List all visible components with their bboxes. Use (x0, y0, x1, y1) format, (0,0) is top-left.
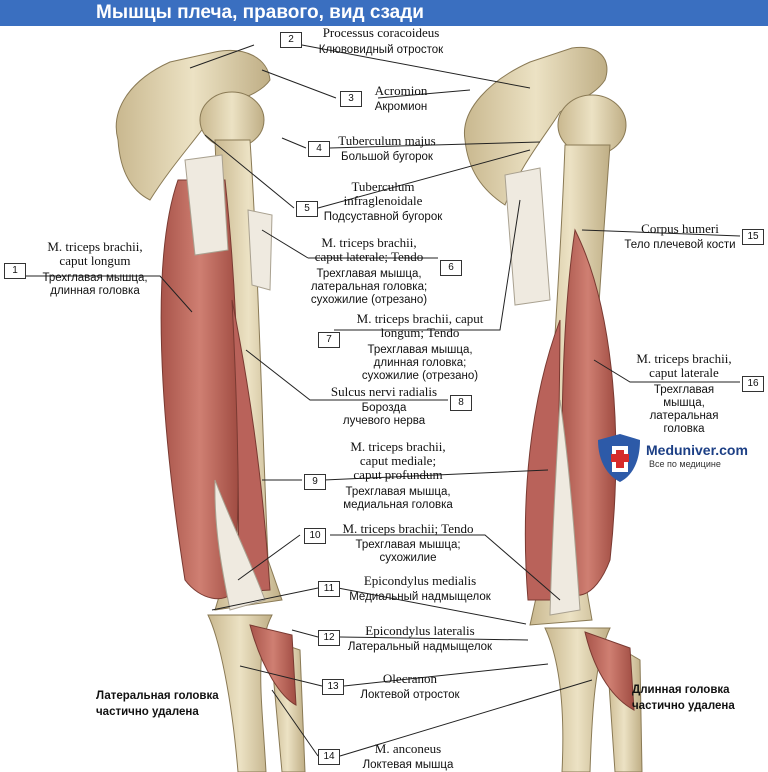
label-number-9: 9 (304, 474, 326, 490)
leader-11 (211, 587, 527, 625)
left-lateral-tendon-cut (247, 209, 273, 291)
label-number-3: 3 (340, 91, 362, 107)
leader-lines (4, 44, 741, 757)
label-number-10: 10 (304, 528, 326, 544)
right-long-tendon-cut (504, 167, 551, 306)
leader-2 (189, 44, 531, 89)
label-number-12: 12 (318, 630, 340, 646)
right-common-tendon (549, 399, 581, 616)
left-scapula (115, 50, 271, 201)
label-number-7: 7 (318, 332, 340, 348)
label-number-15: 15 (742, 229, 764, 245)
leader-1 (4, 275, 193, 313)
label-4: Tuberculum majus Большой бугорок (338, 133, 436, 164)
note-right: Длинная головка частично удалена (632, 684, 735, 712)
label-number-6: 6 (440, 260, 462, 276)
right-medial-head (524, 319, 561, 601)
leader-8 (245, 349, 448, 401)
label-number-8: 8 (450, 395, 472, 411)
label-2: Processus coracoideus Клювовидный отрост… (318, 25, 444, 57)
leader-4 (281, 137, 541, 149)
label-10: M. triceps brachii; Tendo Трехглавая мыш… (342, 521, 474, 565)
label-13: Olecranon Локтевой отросток (360, 671, 460, 702)
label-3: Acromion Акромион (374, 83, 428, 114)
leader-5 (204, 134, 531, 209)
note-left: Латеральная головка частично удалена (96, 690, 219, 718)
label-14: M. anconeus Локтевая мышца (362, 741, 454, 772)
leader-7 (334, 199, 521, 331)
leader-13 (239, 663, 549, 687)
left-arm-figure (115, 50, 306, 772)
label-16: M. triceps brachii, caput laterale Трехг… (636, 351, 732, 436)
label-6: M. triceps brachii, caput laterale; Tend… (310, 235, 428, 307)
leader-10 (237, 534, 561, 601)
right-arm-figure (463, 46, 643, 772)
label-15: Corpus humeri Тело плечевой кости (624, 221, 736, 252)
left-long-tendon (184, 154, 229, 256)
label-number-11: 11 (318, 581, 340, 597)
label-11: Epicondylus medialis Медиальный надмыщел… (349, 573, 491, 604)
label-8: Sulcus nervi radialis Борозда лучевого н… (330, 384, 438, 428)
right-anconeus (584, 631, 635, 711)
label-12: Epicondylus lateralis Латеральный надмыщ… (347, 623, 493, 654)
label-number-16: 16 (742, 376, 764, 392)
leader-6 (261, 229, 438, 259)
left-common-tendon (214, 479, 266, 611)
title-bar: Мышцы плеча, правого, вид сзади (0, 0, 768, 26)
label-number-1: 1 (4, 263, 26, 279)
watermark-name: Meduniver.com (646, 442, 748, 458)
meduniver-logo-icon (598, 434, 640, 482)
label-number-2: 2 (280, 32, 302, 48)
label-number-14: 14 (318, 749, 340, 765)
label-number-5: 5 (296, 201, 318, 217)
label-number-4: 4 (308, 141, 330, 157)
label-1: M. triceps brachii, caput longum Трехгла… (42, 239, 148, 298)
label-9: M. triceps brachii, caput mediale; caput… (343, 439, 453, 512)
leader-12 (291, 629, 529, 641)
leader-9 (262, 469, 549, 481)
leader-15 (581, 229, 741, 237)
leader-3 (261, 69, 471, 99)
left-anconeus (249, 624, 297, 706)
label-7: M. triceps brachii, caput longum; Tendo … (356, 311, 484, 383)
label-5: Tuberculum infraglenoidale Подсуставной … (323, 179, 443, 224)
right-lateral-head (559, 228, 617, 596)
leader-16 (593, 359, 740, 383)
leader-14 (271, 679, 593, 757)
watermark-tagline: Все по медицине (649, 459, 721, 469)
page-title: Мышцы плеча, правого, вид сзади (96, 2, 424, 23)
label-number-13: 13 (322, 679, 344, 695)
